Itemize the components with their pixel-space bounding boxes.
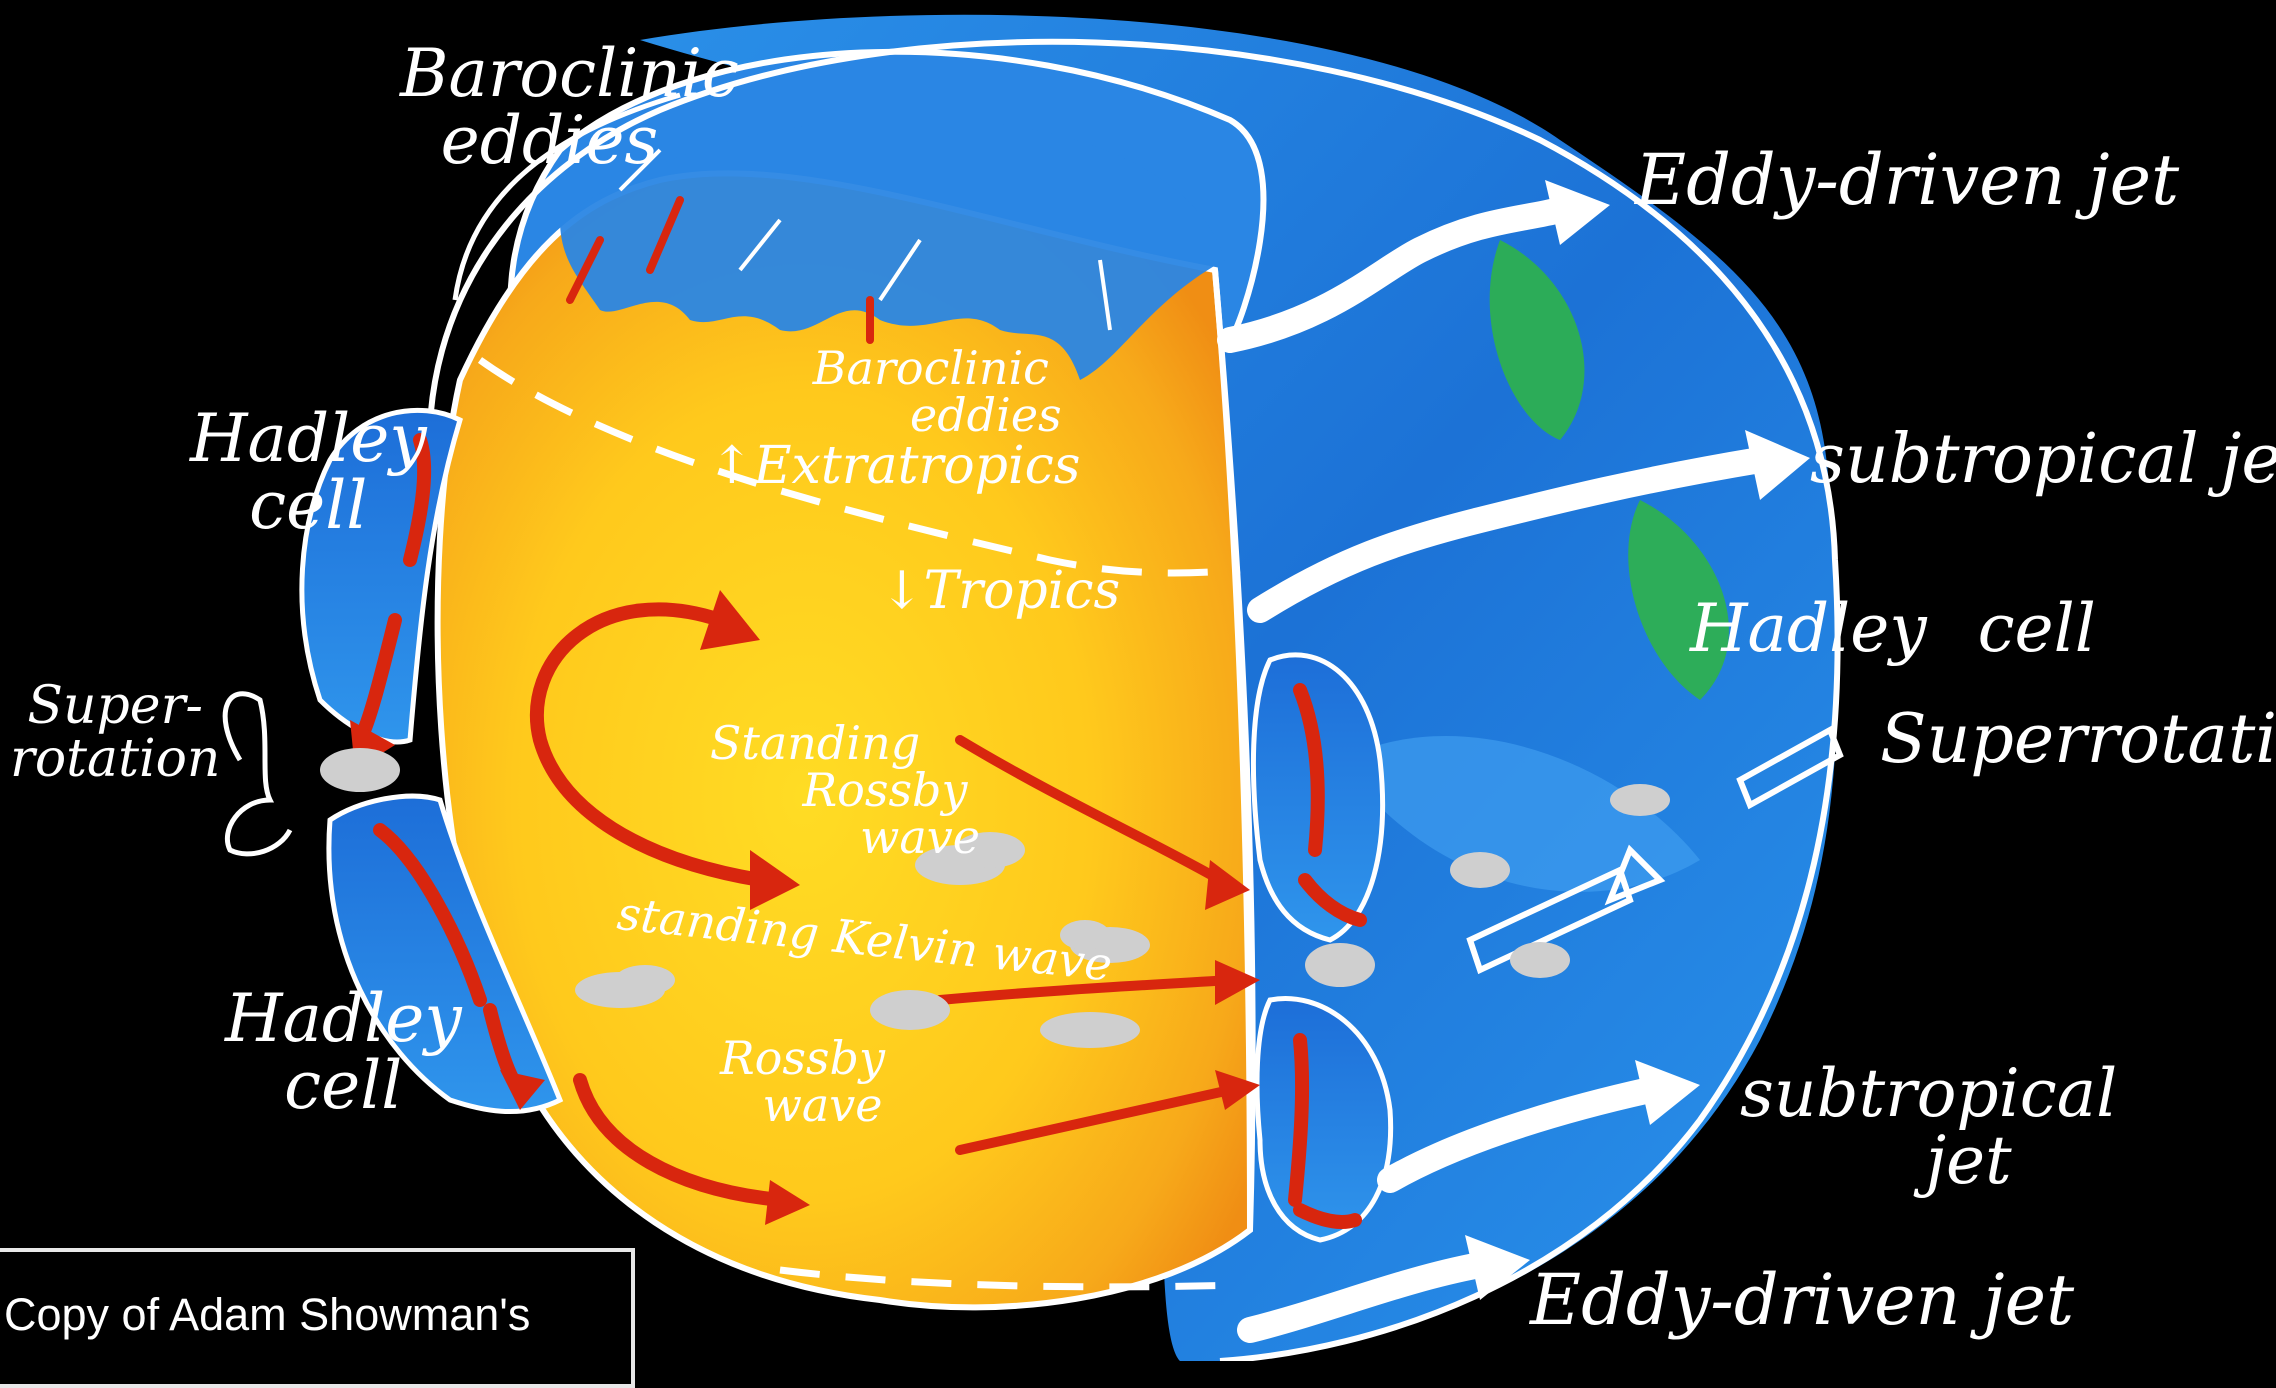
label-text: Extratropics xyxy=(754,436,1081,496)
label-standing-rossby-wave: Standing Rossby wave xyxy=(650,720,980,861)
label-line: subtropical xyxy=(1740,1060,2117,1127)
label-text: Eddy-driven jet xyxy=(1530,1259,2074,1341)
label-text: Tropics xyxy=(924,561,1121,621)
cloud-7 xyxy=(1450,852,1510,888)
arrow-up-icon: ↑ xyxy=(710,436,754,496)
label-line: Baroclinic xyxy=(800,345,1062,392)
credit-box: Copy of Adam Showman's xyxy=(0,1248,635,1388)
label-line: Super- xyxy=(10,680,220,733)
label-extratropics: ↑Extratropics xyxy=(710,440,1080,493)
label-hadley-cell-right: Hadley cell xyxy=(1690,595,2096,662)
label-text: Eddy-driven jet xyxy=(1635,139,2179,221)
label-superrotation-left: Super- rotation xyxy=(10,680,220,786)
label-line: cell xyxy=(225,1052,462,1119)
label-superrotation-right: Superrotation xyxy=(1880,705,2276,774)
cloud-4 xyxy=(870,990,950,1030)
label-line: Rossby xyxy=(790,767,980,814)
label-line: Rossby xyxy=(720,1035,885,1082)
label-line: eddies xyxy=(910,392,1062,439)
cloud-6 xyxy=(1305,943,1375,987)
label-line: eddies xyxy=(360,107,739,174)
label-line: Baroclinic xyxy=(400,40,739,107)
label-line: jet xyxy=(1820,1127,2117,1194)
label-baroclinic-eddies-center: Baroclinic eddies xyxy=(800,345,1062,439)
cloud-9 xyxy=(1610,784,1670,816)
label-baroclinic-eddies-top: Baroclinic eddies xyxy=(400,40,739,175)
cloud-5 xyxy=(1040,1012,1140,1048)
superrotation-left-glyph xyxy=(225,694,290,854)
label-subtropical-jet-bottom: subtropical jet xyxy=(1740,1060,2117,1195)
label-eddy-driven-jet-top: Eddy-driven jet xyxy=(1635,145,2179,216)
label-line: Hadley xyxy=(1690,590,1927,667)
label-line: Hadley xyxy=(190,405,427,472)
label-line: Hadley xyxy=(225,985,462,1052)
label-hadley-cell-lower-left: Hadley cell xyxy=(225,985,462,1120)
label-line: cell xyxy=(190,472,427,539)
label-line: wave xyxy=(760,1082,885,1129)
label-text: Superrotation xyxy=(1880,700,2276,779)
label-tropics: ↓Tropics xyxy=(880,565,1120,618)
label-hadley-cell-upper-left: Hadley cell xyxy=(190,405,427,540)
label-subtropical-jet-top: subtropical jet xyxy=(1810,425,2276,494)
cloud-8 xyxy=(1510,942,1570,978)
label-line: cell xyxy=(1978,590,2096,667)
label-line: rotation xyxy=(10,733,220,786)
cloud-10 xyxy=(320,748,400,792)
label-text: subtropical jet xyxy=(1810,420,2276,499)
label-eddy-driven-jet-bottom: Eddy-driven jet xyxy=(1530,1265,2074,1336)
credit-text: Copy of Adam Showman's xyxy=(4,1289,530,1340)
label-line: wave xyxy=(860,814,980,861)
arrow-down-icon: ↓ xyxy=(880,561,924,621)
label-rossby-wave: Rossby wave xyxy=(720,1035,885,1129)
label-line: Standing xyxy=(650,720,980,767)
